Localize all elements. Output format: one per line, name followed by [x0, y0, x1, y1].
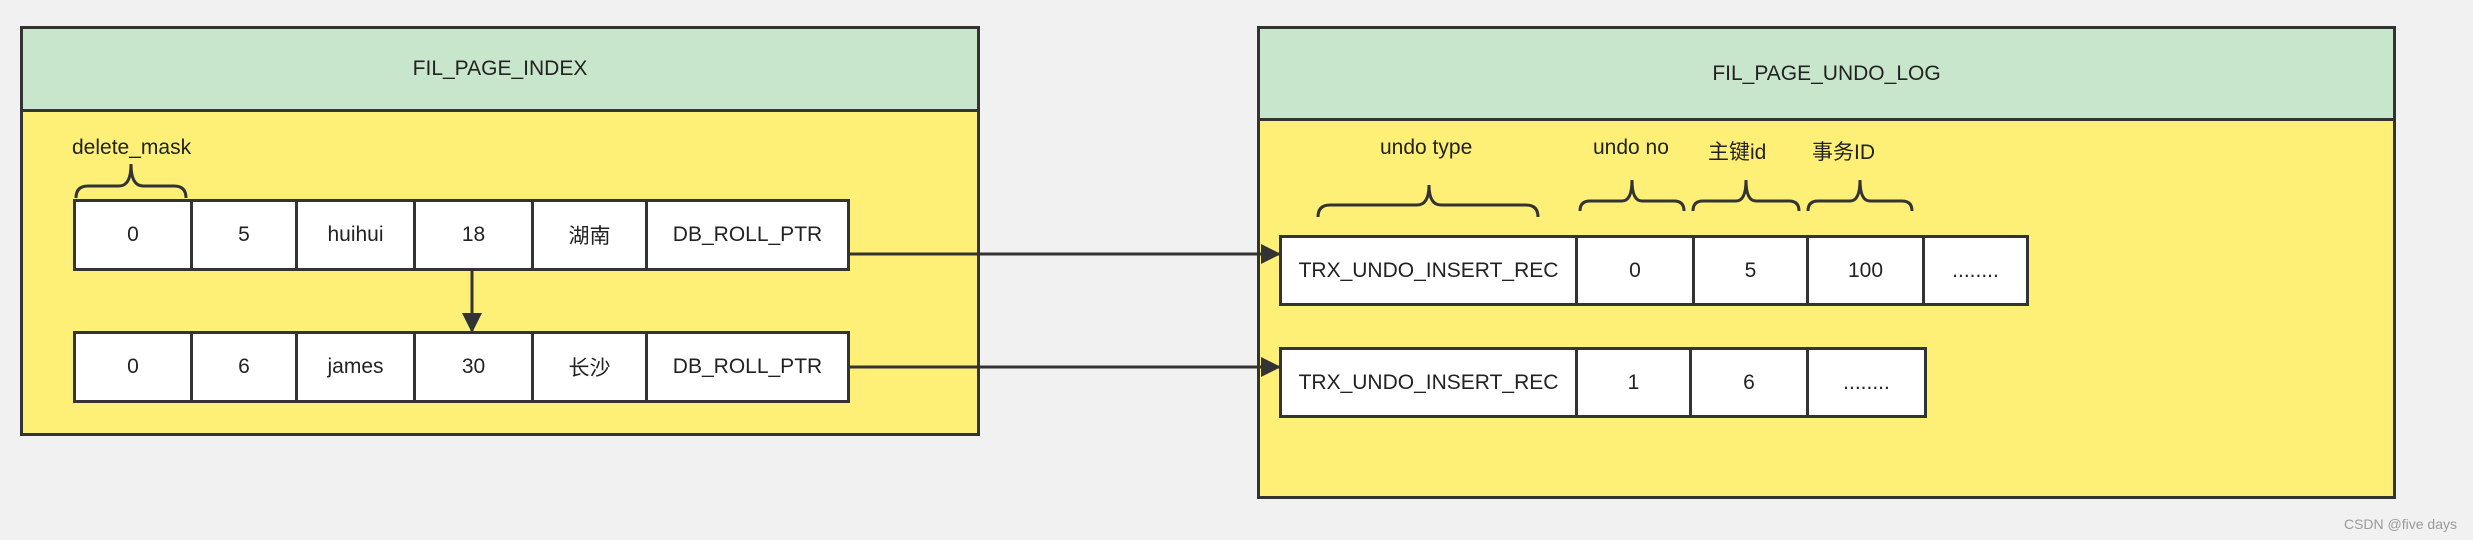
index-row1-id: 5	[190, 199, 298, 271]
index-row2-id: 6	[190, 331, 298, 403]
undo-row1-primary-key: 5	[1692, 235, 1809, 306]
index-row1-age: 18	[413, 199, 534, 271]
transaction-id-label: 事务ID	[1812, 141, 1875, 164]
undo-no-label: undo no	[1593, 136, 1669, 159]
undo-type-brace	[1316, 184, 1540, 218]
index-row1-delete-mask: 0	[73, 199, 193, 271]
trx-id-brace	[1806, 179, 1914, 212]
undo-type-label: undo type	[1380, 136, 1473, 159]
delete-mask-brace	[74, 163, 188, 199]
undo-row2-more: ........	[1806, 347, 1927, 418]
primary-key-id-label: 主键id	[1708, 141, 1767, 164]
index-row1-name: huihui	[295, 199, 416, 271]
index-row2-city: 长沙	[531, 331, 648, 403]
undo-row2-type: TRX_UNDO_INSERT_REC	[1279, 347, 1578, 418]
index-row1-roll-ptr: DB_ROLL_PTR	[645, 199, 850, 271]
undo-row1-more: ........	[1922, 235, 2029, 306]
index-row2-name: james	[295, 331, 416, 403]
index-row2-delete-mask: 0	[73, 331, 193, 403]
index-row2-roll-ptr: DB_ROLL_PTR	[645, 331, 850, 403]
undo-no-brace	[1578, 179, 1686, 212]
index-row1-city: 湖南	[531, 199, 648, 271]
undo-row2-primary-key: 6	[1689, 347, 1809, 418]
fil-page-index-title: FIL_PAGE_INDEX	[23, 29, 977, 112]
undo-row1-type: TRX_UNDO_INSERT_REC	[1279, 235, 1578, 306]
watermark: CSDN @five days	[2343, 516, 2457, 532]
undo-row2-undo-no: 1	[1575, 347, 1692, 418]
primary-key-brace	[1691, 179, 1801, 212]
fil-page-undo-log-title: FIL_PAGE_UNDO_LOG	[1260, 29, 2393, 121]
delete-mask-label: delete_mask	[72, 136, 192, 159]
